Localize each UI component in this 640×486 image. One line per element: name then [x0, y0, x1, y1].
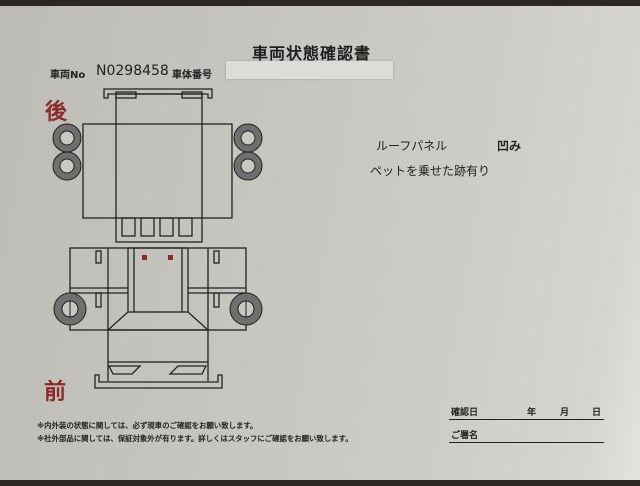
disclaimer-2: ※社外部品に関しては、保証対象外が有ります。詳しくはスタッフにご確認をお願い致し… — [37, 434, 353, 443]
year-label: 年 — [527, 408, 537, 418]
confirm-date-row: 確認日 年 月 日 — [449, 403, 604, 420]
body-no-label: 車体番号 — [172, 70, 212, 81]
note-pet: ペットを乗せた跡有り — [370, 164, 491, 178]
dent-marker — [142, 255, 147, 260]
signature-row: ご署名 — [449, 426, 604, 443]
disclaimer-1: ※内外装の状態に関しては、必ず現車のご確認をお願い致します。 — [37, 421, 258, 430]
note-condition: 凹み — [497, 139, 522, 153]
vehicle-no-value: N0298458 — [96, 63, 169, 79]
dent-marker — [168, 255, 173, 260]
front-label: 前 — [44, 380, 67, 405]
note-part: ルーフパネル — [376, 139, 448, 153]
body-no-redacted — [226, 61, 393, 79]
month-label: 月 — [560, 408, 570, 418]
day-label: 日 — [592, 408, 602, 418]
condition-form-paper: 車両状態確認書 車両No N0298458 車体番号 後 前 — [0, 6, 640, 480]
vehicle-no-label: 車両No — [50, 70, 86, 81]
vehicle-diagram — [52, 88, 263, 389]
rear-label: 後 — [45, 100, 68, 125]
signature-label: ご署名 — [451, 431, 479, 441]
form-title: 車両状態確認書 — [252, 44, 372, 63]
date-label: 確認日 — [451, 408, 479, 418]
